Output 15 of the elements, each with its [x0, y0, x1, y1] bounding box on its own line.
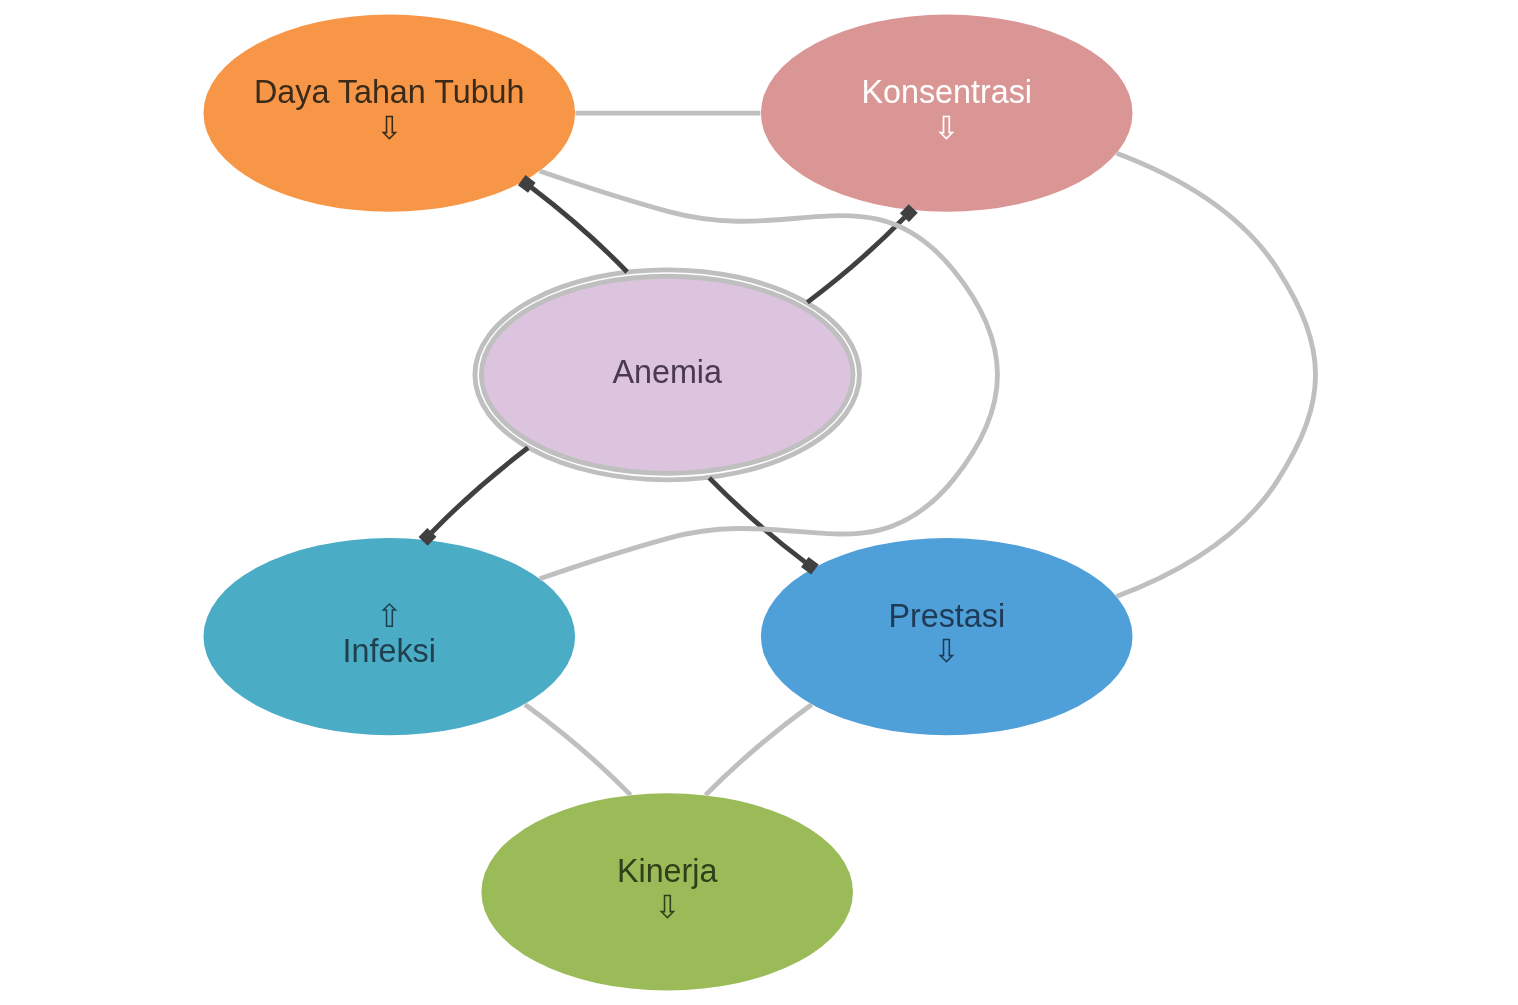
connector: [805, 204, 918, 305]
node-ellipse: Daya Tahan Tubuh ⇩: [202, 14, 575, 212]
connector: [517, 175, 629, 274]
node-ellipse: Konsentrasi ⇩: [760, 14, 1133, 212]
connector: [1115, 151, 1318, 599]
node-ellipse: Prestasi ⇩: [760, 538, 1133, 736]
connector: [418, 445, 529, 546]
connector: [707, 476, 819, 575]
connector: [538, 168, 999, 582]
node-ellipse: Anemia: [472, 267, 862, 483]
node-ellipse: ⇧ Infeksi: [202, 538, 575, 736]
connector: [703, 702, 813, 797]
connector: [523, 702, 632, 797]
connector: [574, 110, 760, 116]
node-ellipse: Kinerja ⇩: [480, 793, 853, 991]
